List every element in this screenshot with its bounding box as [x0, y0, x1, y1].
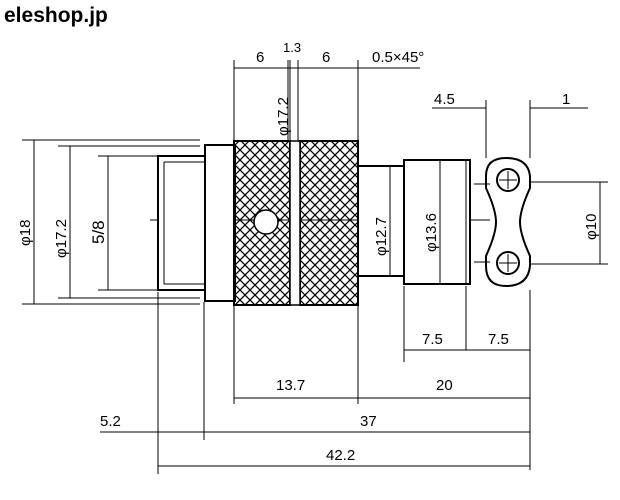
dim-len-42-2: 42.2	[326, 447, 355, 464]
body-flange	[204, 144, 236, 302]
neck	[357, 165, 407, 277]
center-marker	[253, 209, 279, 235]
brand-logo: eleshop.jp	[4, 4, 108, 27]
rear-sleeve	[403, 159, 471, 285]
dim-len-13-7: 13.7	[276, 377, 305, 394]
dim-len-5-2: 5.2	[100, 413, 121, 430]
dim-len-7-5-b: 7.5	[488, 331, 509, 348]
dim-thread: 5/8	[89, 220, 108, 244]
dim-dia-17-2-left: φ17.2	[53, 219, 70, 258]
cable-clamp	[474, 156, 531, 288]
dim-top-chamfer: 0.5×45°	[372, 49, 424, 66]
dim-len-7-5-a: 7.5	[422, 331, 443, 348]
dim-top-knurl-a: 6	[256, 49, 264, 66]
dim-top-gap: 1.3	[283, 40, 301, 55]
knurled-nut-b	[299, 140, 359, 306]
dim-dia-13-6: φ13.6	[423, 213, 440, 252]
dim-len-20: 20	[436, 377, 453, 394]
dim-dia-18: φ18	[17, 220, 34, 246]
dim-len-37: 37	[360, 413, 377, 430]
dim-right-clip-b: 1	[562, 91, 570, 108]
thread-section	[157, 155, 209, 291]
nut-gap	[289, 140, 301, 306]
dim-right-clip: 4.5	[434, 91, 455, 108]
dimension-lines	[22, 60, 608, 474]
dim-dia-10: φ10	[583, 214, 600, 240]
dim-top-knurl-b: 6	[322, 49, 330, 66]
dim-dia-12-7: φ12.7	[373, 217, 390, 256]
dim-dia-17-2-top: φ17.2	[275, 97, 292, 136]
